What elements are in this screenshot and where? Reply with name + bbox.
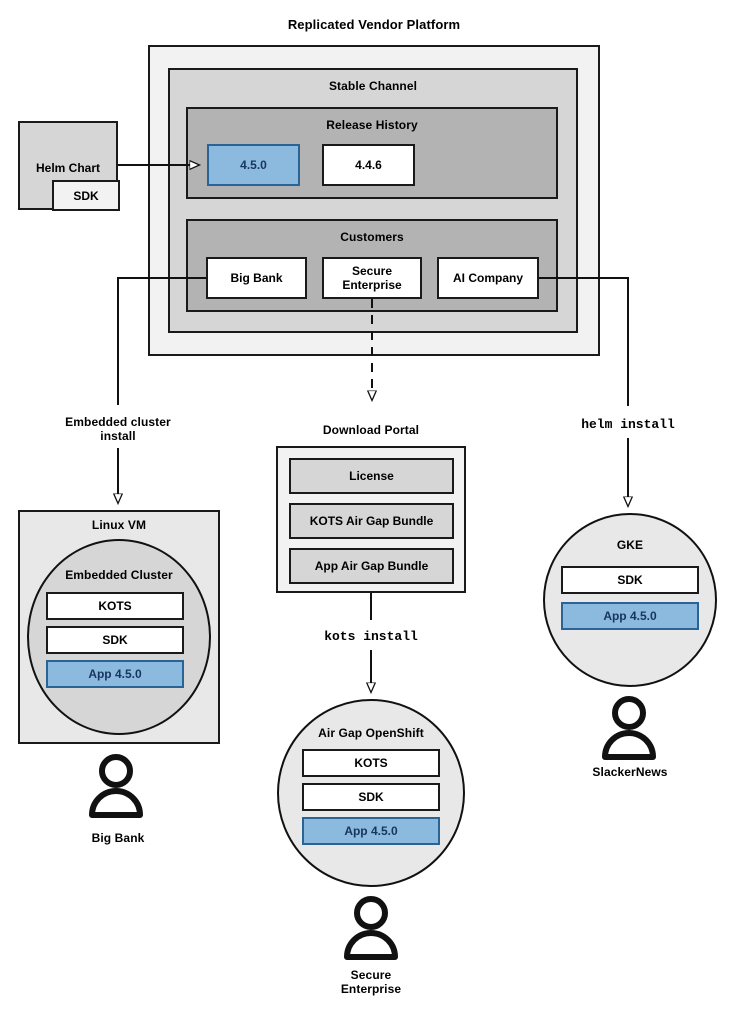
linux-vm-component-app[interactable]: App 4.5.0 [46,660,184,688]
person-icon-slackernews [602,696,656,760]
person-icon-secure-enterprise [344,896,398,960]
download-portal-artifact-app-air-gap-bundle[interactable]: App Air Gap Bundle [289,548,454,584]
customer-label-big-bank: Big Bank [91,831,145,845]
gke-component-sdk[interactable]: SDK [561,566,699,594]
customer-label-secure-enterprise: Secure Enterprise [340,968,402,996]
helm-install-label: helm install [581,417,675,432]
air-gap-openshift-component-sdk[interactable]: SDK [302,783,440,811]
air-gap-openshift-component-kots[interactable]: KOTS [302,749,440,777]
linux-vm-component-sdk[interactable]: SDK [46,626,184,654]
connector-big-bank-to-linux-vm [117,277,206,405]
download-portal-artifact-kots-air-gap-bundle[interactable]: KOTS Air Gap Bundle [289,503,454,539]
kots-install-label: kots install [324,629,418,644]
gke-label: GKE [616,538,644,552]
gke-component-app[interactable]: App 4.5.0 [561,602,699,630]
customer-box-big-bank[interactable]: Big Bank [206,257,307,299]
release-history-label: Release History [326,118,418,132]
person-icon-big-bank [89,754,143,818]
air-gap-openshift-component-app[interactable]: App 4.5.0 [302,817,440,845]
air-gap-openshift-label: Air Gap OpenShift [318,726,424,740]
release-version-4-4-6[interactable]: 4.4.6 [322,144,415,186]
download-portal-label: Download Portal [322,423,420,437]
customer-box-ai-company[interactable]: AI Company [437,257,539,299]
linux-vm-component-kots[interactable]: KOTS [46,592,184,620]
release-version-4-5-0[interactable]: 4.5.0 [207,144,300,186]
connector-ai-company-to-gke [539,277,629,406]
linux-vm-label: Linux VM [91,518,147,532]
customer-box-secure-enterprise[interactable]: Secure Enterprise [322,257,422,299]
embedded-cluster-install-label: Embedded cluster install [65,415,171,443]
customers-label: Customers [340,230,404,244]
helm-chart-sdk-box[interactable]: SDK [52,180,120,211]
download-portal-artifact-license[interactable]: License [289,458,454,494]
page-title: Replicated Vendor Platform [287,17,461,32]
embedded-cluster-label: Embedded Cluster [65,568,173,582]
gke-ellipse [543,513,717,687]
stable-channel-label: Stable Channel [328,79,418,93]
customer-label-slackernews: SlackerNews [592,765,668,779]
